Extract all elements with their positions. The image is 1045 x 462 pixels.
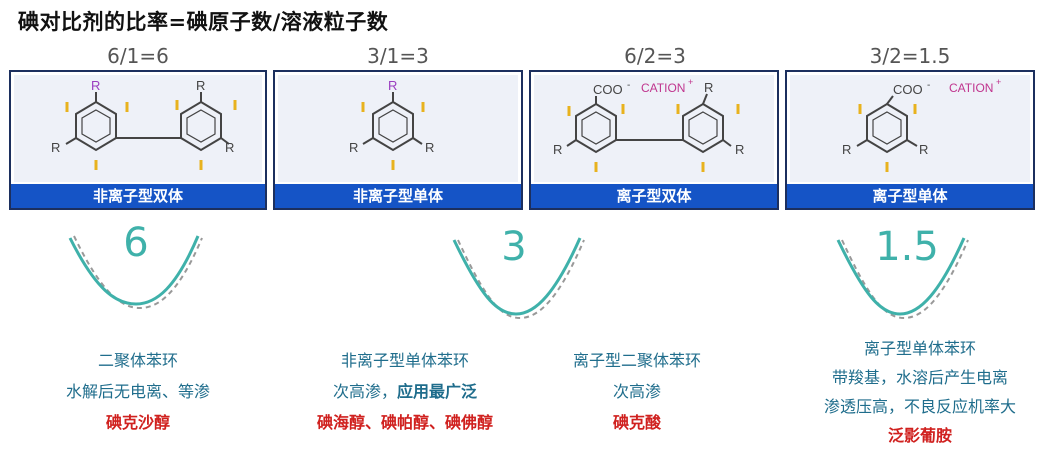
r-label: R [553,142,562,157]
page-title: 碘对比剂的比率=碘原子数/溶液粒子数 [18,9,389,34]
r-label: R [91,78,100,93]
drug-names: 泛影葡胺 [887,426,952,445]
desc-bold-text: 应用最广泛 [397,382,478,401]
card-background [790,75,1030,182]
r-label: R [225,140,234,155]
desc-col1: 二聚体苯环 水解后无电离、等渗 碘克沙醇 [8,345,268,438]
desc-col2: 非离子型单体苯环 次高渗，应用最广泛 碘海醇、碘帕醇、碘佛醇 [275,345,535,438]
r-label: R [349,140,358,155]
desc-line: 二聚体苯环 [97,351,178,370]
card-ionic-monomer: COO - CATION + R R 离子型单体 [785,70,1035,210]
desc-text: 次高渗， [332,382,397,401]
ratio-col2: 3/1=3 [367,44,429,68]
card-nonionic-dimer: R R R R 非离子型双体 [9,70,267,210]
r-label: R [196,78,205,93]
drug-names: 碘克沙醇 [105,413,170,432]
big-value-3: 3 [501,224,527,270]
ratio-curve-6 [68,235,203,310]
ratio-col4: 3/2=1.5 [869,44,951,68]
big-value-6: 6 [123,220,149,266]
ionic-monomer-structure: COO - CATION + R R [842,77,1001,172]
ratio-curve-3 [452,237,585,320]
coo-label: COO [893,82,923,97]
ratio-curve-1-5 [836,237,969,320]
drug-names: 碘克酸 [612,413,661,432]
coo-label: COO [593,82,623,97]
cation-label: CATION [949,81,993,95]
type-label-bar: 非离子型单体 [275,184,521,208]
desc-col3: 离子型二聚体苯环 次高渗 碘克酸 [507,345,767,438]
minus-sign: - [927,80,930,91]
ionic-dimer-structure: COO - CATION + R R R [553,77,744,172]
nonionic-dimer-structure: R R R R [51,78,237,170]
type-label-bar: 离子型双体 [531,184,777,208]
r-label: R [388,78,397,93]
drug-names: 碘海醇、碘帕醇、碘佛醇 [316,413,493,432]
nonionic-monomer-structure: R R R [349,78,434,170]
ratio-col1: 6/1=6 [107,44,169,68]
desc-line: 非离子型单体苯环 [340,351,469,370]
r-label: R [735,142,744,157]
big-value-1-5: 1.5 [875,224,939,270]
r-label: R [51,140,60,155]
r-label: R [919,142,928,157]
type-label-bar: 离子型单体 [787,184,1033,208]
desc-line: 带羧基，水溶后产生电离 [831,368,1008,387]
r-label: R [425,140,434,155]
cation-label: CATION [641,81,685,95]
type-label-bar: 非离子型双体 [11,184,265,208]
plus-sign: + [996,77,1001,87]
card-nonionic-monomer: R R R 非离子型单体 [273,70,523,210]
r-label: R [704,80,713,95]
desc-line: 次高渗 [612,382,661,401]
ratio-col3: 6/2=3 [624,44,686,68]
desc-line: 离子型二聚体苯环 [572,351,701,370]
desc-line: 离子型单体苯环 [863,339,976,358]
card-background [278,75,518,182]
minus-sign: - [627,80,630,91]
card-ionic-dimer: COO - CATION + R R R 离子型双体 [529,70,779,210]
desc-line-with-bold: 次高渗，应用最广泛 [275,376,535,407]
desc-line: 水解后无电离、等渗 [65,382,210,401]
r-label: R [842,142,851,157]
desc-line: 渗透压高，不良反应机率大 [823,397,1016,416]
plus-sign: + [688,77,693,87]
desc-col4: 离子型单体苯环 带羧基，水溶后产生电离 渗透压高，不良反应机率大 泛影葡胺 [790,334,1045,450]
card-background [534,75,774,182]
